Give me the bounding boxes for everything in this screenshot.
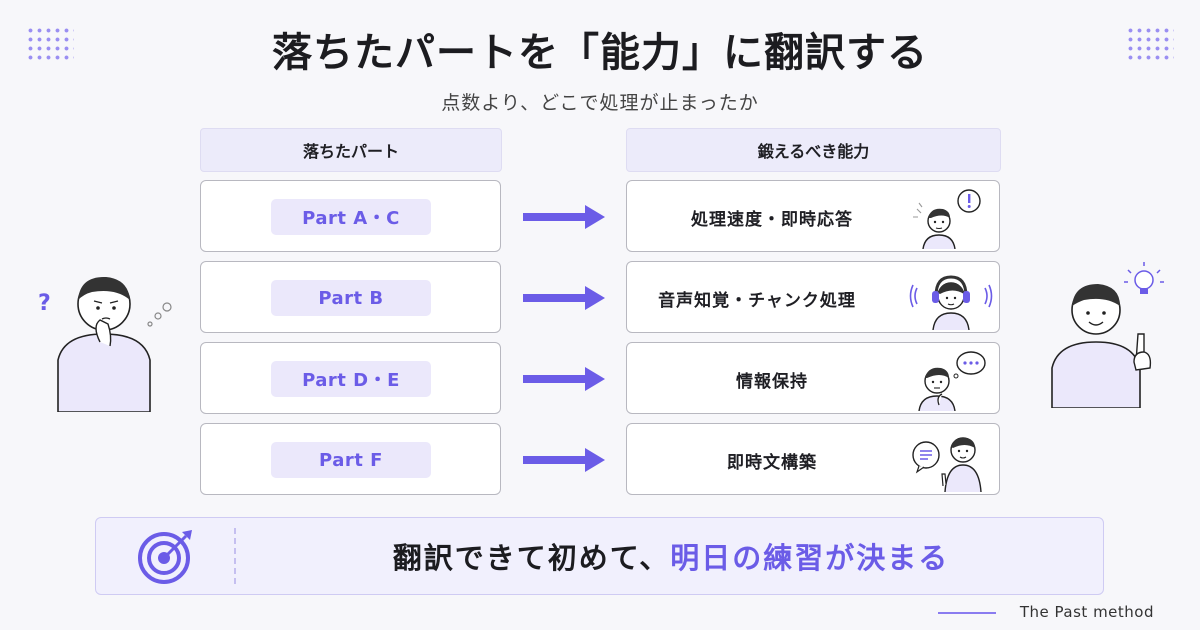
ability-row: 音声知覚・チャンク処理 (626, 261, 1000, 333)
arrow-right-icon (523, 205, 605, 229)
footer-brand: The Past method (1019, 603, 1154, 621)
page-subtitle: 点数より、どこで処理が止まったか (441, 92, 759, 114)
ability-row: 即時文構築 (626, 423, 1000, 495)
part-label: Part B (271, 280, 431, 316)
part-label: Part A・C (271, 199, 431, 235)
decorative-dot-grid-left (26, 26, 74, 60)
confused-person-icon: ? (38, 276, 172, 412)
arrow-right-icon (523, 367, 605, 391)
column-header-failed-parts: 落ちたパート (200, 128, 502, 172)
ability-label: 音声知覚・チャンク処理 (658, 290, 856, 311)
failed-part-row: Part A・C (200, 180, 501, 252)
failed-part-row: Part F (200, 423, 501, 495)
decorative-dot-grid-right (1126, 26, 1174, 60)
person-exclamation-icon (913, 189, 981, 249)
banner-text-accent: 明日の練習が決まる (670, 541, 950, 575)
idea-person-icon (1051, 262, 1164, 408)
person-headphones-icon (909, 275, 993, 330)
ability-label: 即時文構築 (727, 452, 817, 473)
banner-divider (234, 528, 236, 584)
ability-label: 処理速度・即時応答 (691, 209, 853, 230)
target-icon (138, 530, 192, 584)
part-label: Part D・E (271, 361, 431, 397)
ability-row: 情報保持 (626, 342, 1000, 414)
person-thinking-bubble-icon (918, 351, 986, 411)
arrow-right-icon (523, 448, 605, 472)
page-title: 落ちたパートを「能力」に翻訳する (272, 30, 928, 76)
banner-text: 翻訳できて初めて、明日の練習が決まる (246, 518, 1096, 594)
column-header-abilities: 鍛えるべき能力 (626, 128, 1001, 172)
question-mark: ? (38, 291, 51, 316)
failed-part-row: Part D・E (200, 342, 501, 414)
conclusion-banner: 翻訳できて初めて、明日の練習が決まる (95, 517, 1104, 595)
footer-line (938, 612, 996, 614)
arrow-right-icon (523, 286, 605, 310)
ability-row: 処理速度・即時応答 (626, 180, 1000, 252)
banner-text-main: 翻訳できて初めて、 (392, 541, 671, 575)
failed-part-row: Part B (200, 261, 501, 333)
part-label: Part F (271, 442, 431, 478)
person-speech-bubble-icon (912, 437, 982, 492)
ability-label: 情報保持 (736, 371, 808, 392)
